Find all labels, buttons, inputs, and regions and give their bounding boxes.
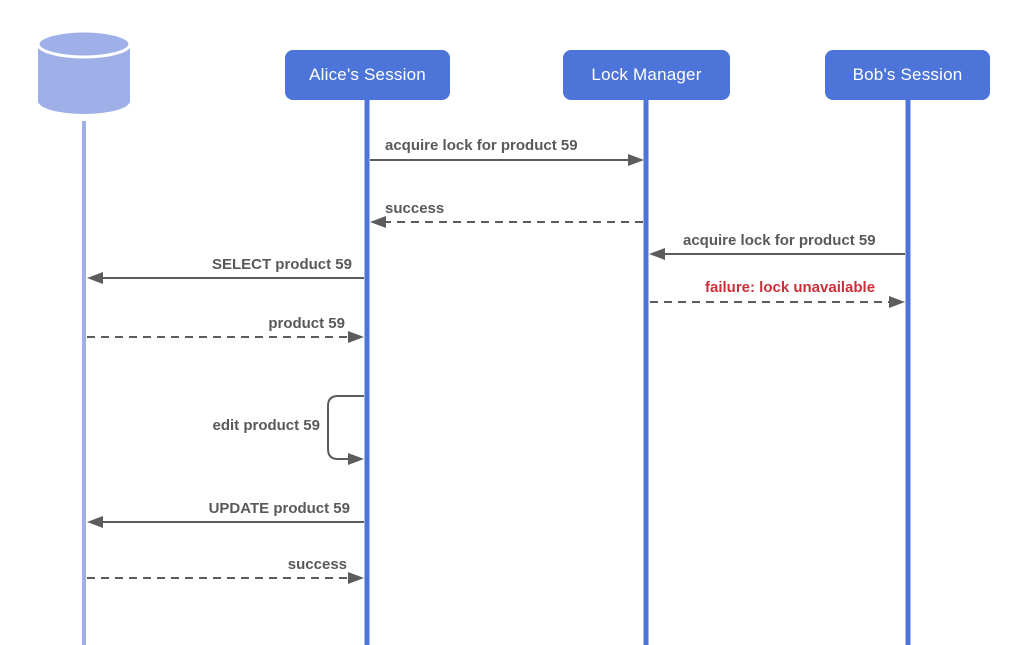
arrowhead-icon xyxy=(87,272,103,284)
message-label-acquire-lock-alice: acquire lock for product 59 xyxy=(385,137,578,154)
message-arrow-success-update xyxy=(87,572,364,584)
message-label-success-to-alice: success xyxy=(385,200,445,217)
message-arrow-acquire-lock-alice xyxy=(370,154,644,166)
actor-label: Lock Manager xyxy=(591,65,702,84)
message-arrow-select-product xyxy=(87,272,364,284)
arrowhead-icon xyxy=(889,296,905,308)
database-icon-body xyxy=(38,46,130,114)
message-arrow-failure-lock xyxy=(650,296,905,308)
arrowhead-icon xyxy=(348,453,364,465)
actor-box-alice-session: Alice's Session xyxy=(285,50,450,100)
message-label-success-update: success xyxy=(287,556,347,573)
arrowhead-icon xyxy=(649,248,665,260)
message-label-acquire-lock-bob: acquire lock for product 59 xyxy=(683,232,876,249)
message-arrow-product-returned xyxy=(87,331,364,343)
message-label-failure-lock: failure: lock unavailable xyxy=(705,279,876,296)
arrowhead-icon xyxy=(370,216,386,228)
actor-label: Bob's Session xyxy=(852,65,963,84)
message-arrow-edit-product-self-loop xyxy=(327,395,364,465)
arrowhead-icon xyxy=(628,154,644,166)
actor-box-bob-session: Bob's Session xyxy=(825,50,990,100)
arrowhead-icon xyxy=(348,572,364,584)
arrowhead-icon xyxy=(87,516,103,528)
actor-label: Alice's Session xyxy=(309,65,426,84)
message-arrow-update-product xyxy=(87,516,364,528)
message-label-edit-product: edit product 59 xyxy=(212,417,320,434)
actor-box-lock-manager: Lock Manager xyxy=(563,50,730,100)
message-label-product-returned: product 59 xyxy=(268,315,345,332)
arrowhead-icon xyxy=(348,331,364,343)
message-arrow-acquire-lock-bob xyxy=(649,248,905,260)
message-label-select-product: SELECT product 59 xyxy=(211,256,352,273)
database-icon-lid xyxy=(36,29,132,59)
message-arrow-success-to-alice xyxy=(370,216,643,228)
database-icon xyxy=(36,29,132,114)
message-label-update-product: UPDATE product 59 xyxy=(208,500,350,517)
